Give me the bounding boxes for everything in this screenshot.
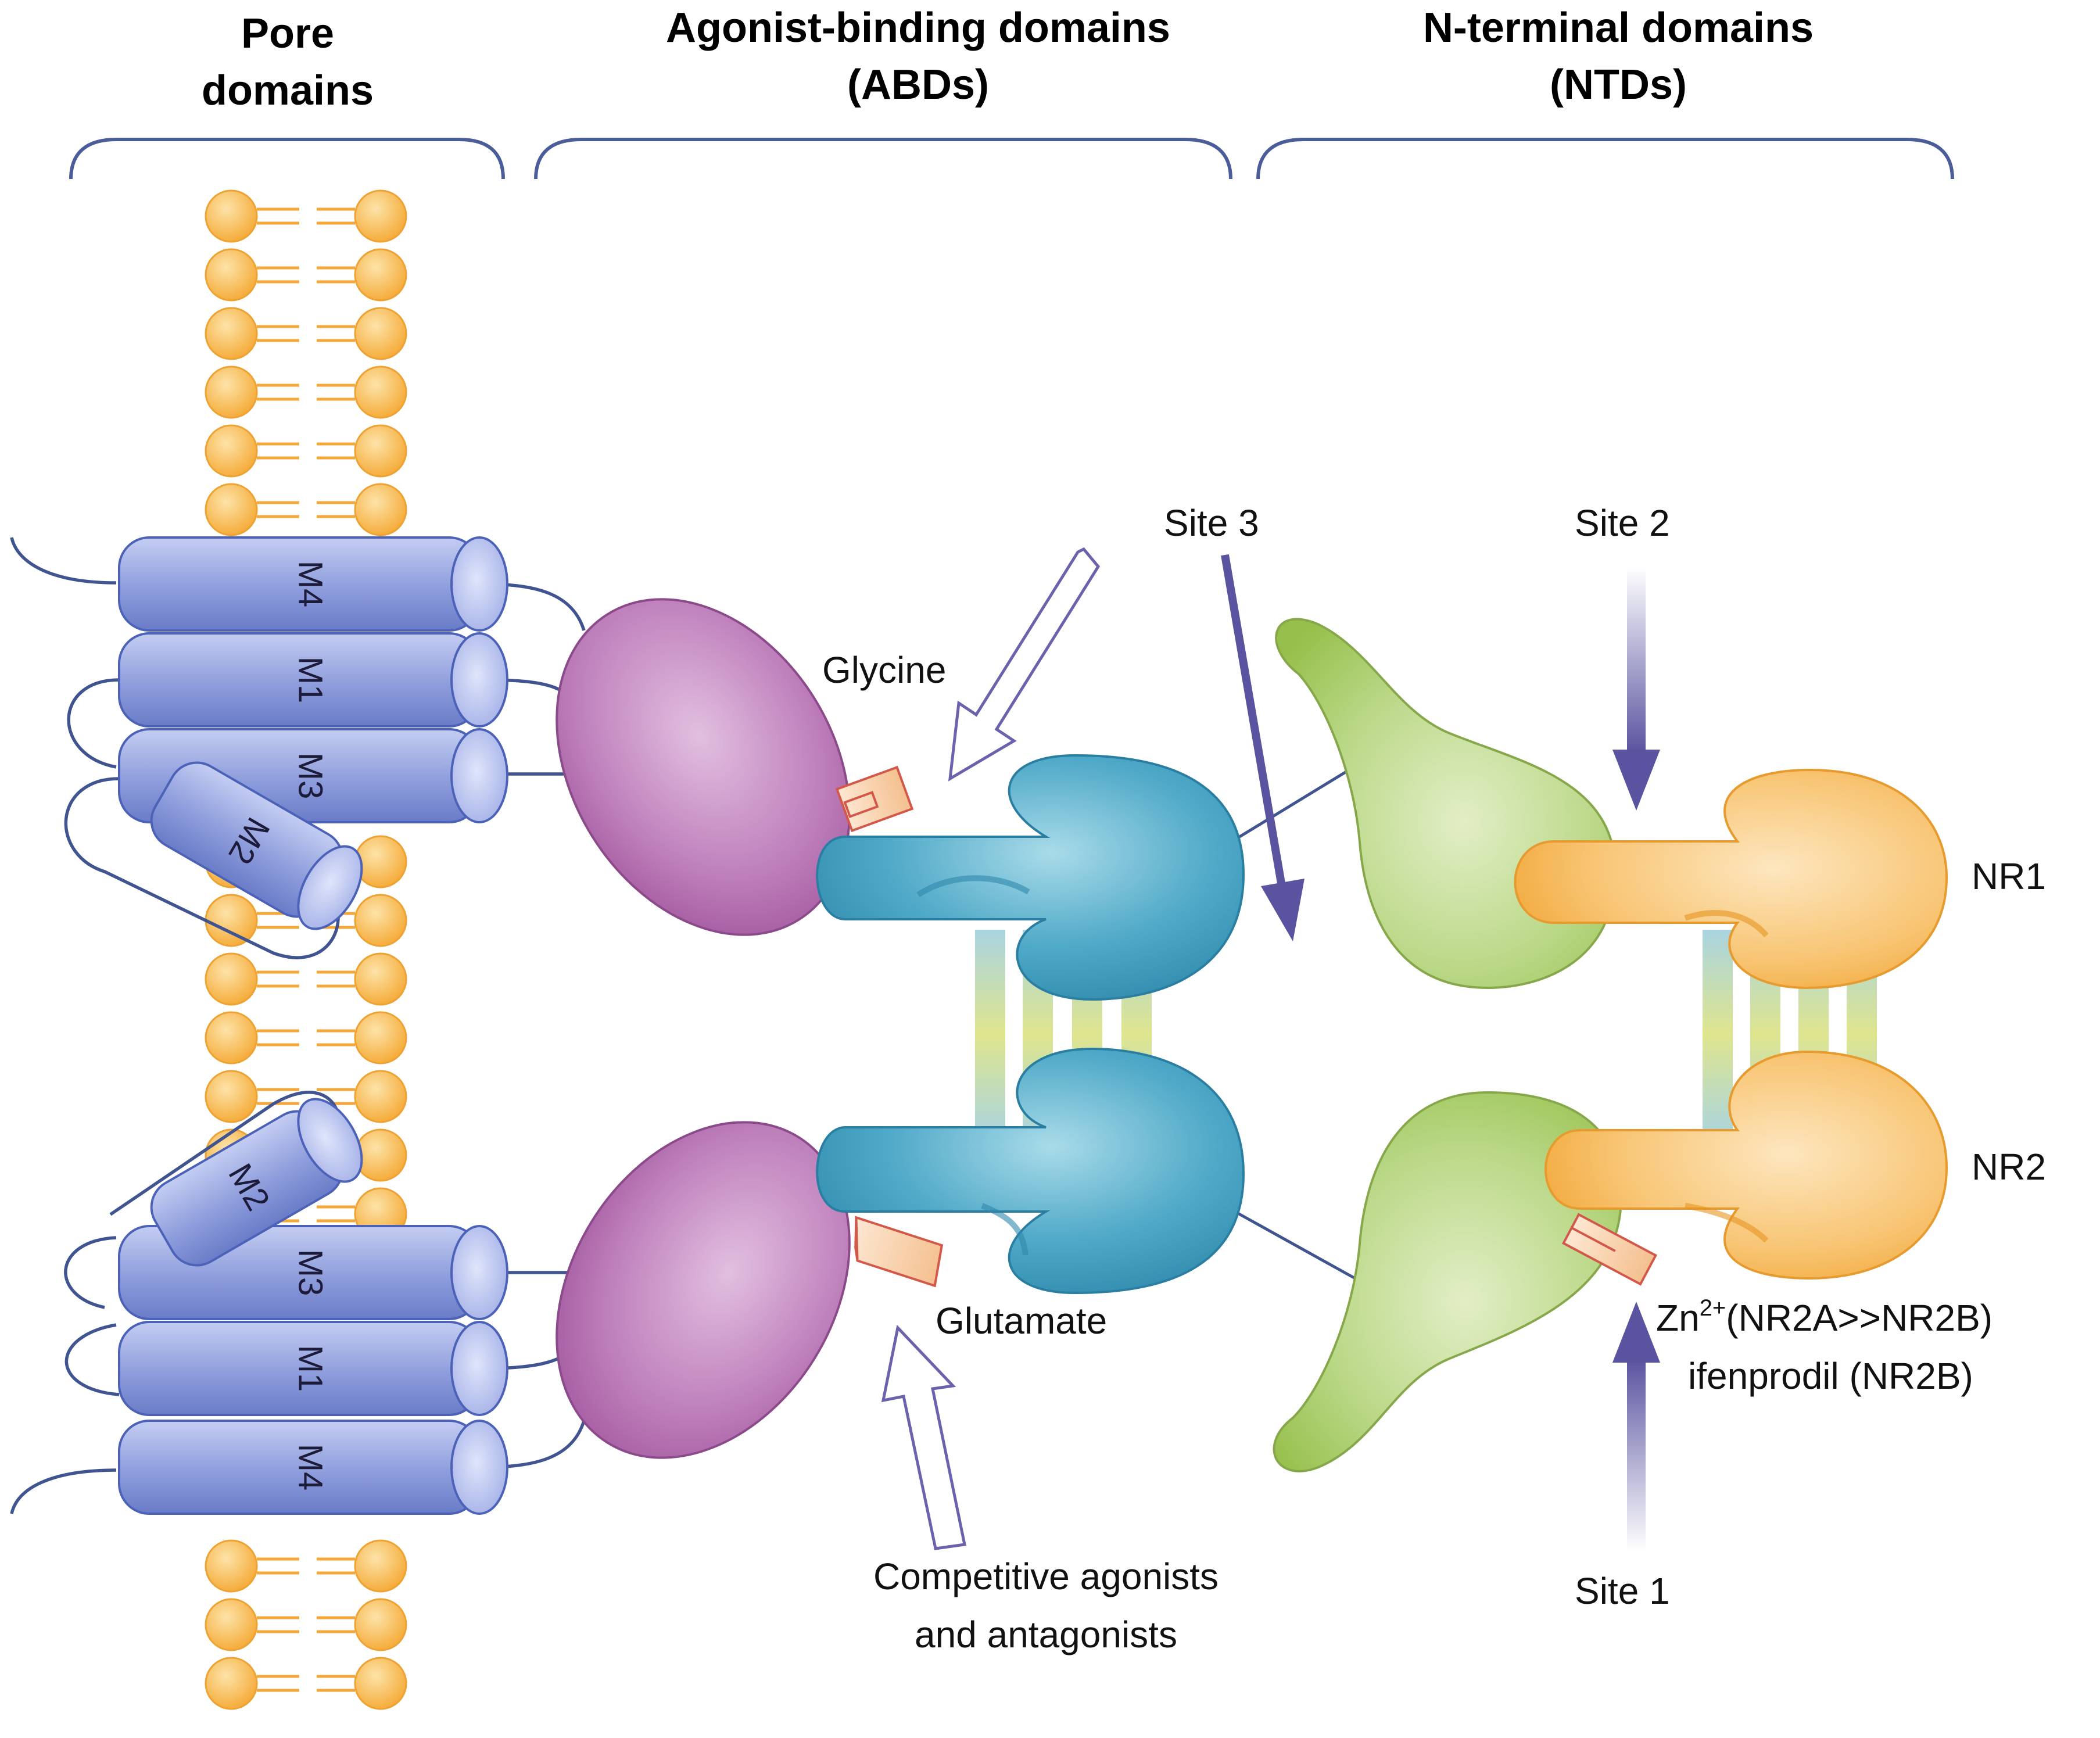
headers: Pore domains Agonist-binding domains (AB… [202, 5, 1814, 114]
lipid-head-left [205, 365, 258, 419]
glutamate-label: Glutamate [936, 1300, 1107, 1342]
pore-domains-title-line2: domains [202, 67, 374, 114]
lipid-head-right [354, 1598, 407, 1651]
abd-ntd-connector-bottom [1234, 1210, 1367, 1286]
helix-m4-top: M4 [118, 536, 508, 632]
lipid-head-left [205, 483, 258, 536]
ntd-green-top [1275, 618, 1617, 990]
site3-arrow [1221, 554, 1305, 941]
lipid-head-left [205, 1011, 258, 1065]
helix-label: M3 [292, 1249, 329, 1296]
nr2-label: NR2 [1972, 1146, 2046, 1188]
lipid-head-left [205, 307, 258, 360]
zn-ifenprodil-ligand [1561, 1213, 1658, 1286]
ifenprodil-label: ifenprodil (NR2B) [1688, 1355, 1973, 1397]
lipid-head-right [354, 307, 407, 360]
glycine-hollow-arrow [948, 547, 1101, 782]
lipid-head-left [205, 189, 258, 243]
abd-lobe-bottom [556, 1121, 851, 1459]
lipid-head-left [205, 1598, 258, 1651]
lipid-head-right [354, 1539, 407, 1593]
zn-symbol: Zn [1656, 1297, 1700, 1339]
site2-label: Site 2 [1575, 502, 1670, 544]
competitive-label-line2: and antagonists [915, 1614, 1177, 1655]
lipid-head-left [205, 1657, 258, 1710]
lipid-head-right [354, 1070, 407, 1123]
lipid-tails [257, 970, 355, 988]
lipid-head-right [354, 1128, 407, 1182]
lipid-tails [257, 266, 355, 284]
competitive-label-line1: Competitive agonists [873, 1556, 1219, 1597]
zn-charge: 2+ [1700, 1295, 1726, 1321]
helix-m1-top: M1 [118, 632, 508, 728]
lipid-head-right [354, 835, 407, 888]
lipid-head-right [354, 189, 407, 243]
lipid-head-left [205, 1539, 258, 1593]
lipid-head-right [354, 1011, 407, 1065]
glycine-label: Glycine [822, 649, 946, 691]
lipid-head-left [205, 248, 258, 302]
c-terminus-tail-bottom [10, 1468, 117, 1514]
ntd-orange-bottom [1544, 1050, 1948, 1280]
helix-label: M1 [292, 1345, 329, 1392]
abd-brace [534, 138, 1232, 180]
lipid-tails [257, 384, 355, 401]
lipid-head-left [205, 952, 258, 1006]
helix-m2-top: M2 [150, 761, 363, 930]
lipid-head-right [354, 894, 407, 947]
ntd-orange-top [1514, 768, 1948, 990]
abd-title-line2: (ABDs) [847, 62, 989, 108]
abd-lobe-top [556, 598, 851, 936]
lipid-head-right [354, 424, 407, 478]
ntd-title-line1: N-terminal domains [1423, 5, 1814, 51]
n-terminus-tail-top [10, 537, 117, 585]
glycine-ligand [835, 765, 914, 833]
abd-title-line1: Agonist-binding domains [666, 5, 1170, 51]
site2-arrow [1612, 567, 1660, 811]
labels: Glycine Glutamate Competitive agonists a… [822, 502, 2046, 1655]
site3-label: Site 3 [1164, 502, 1259, 544]
site1-label: Site 1 [1575, 1570, 1670, 1612]
helix-label: M4 [292, 1444, 329, 1491]
helix-label: M4 [292, 561, 329, 608]
glutamate-hollow-arrow [881, 1324, 966, 1550]
abd-ntd-connector-top [1234, 765, 1355, 841]
nr1-label: NR1 [1972, 855, 2046, 897]
lipid-tails [257, 1029, 355, 1047]
helix-m4-bottom: M4 [118, 1420, 508, 1515]
lipid-head-right [354, 483, 407, 536]
lipid-tails [257, 325, 355, 342]
lipid-head-right [354, 1657, 407, 1710]
lipid-bilayer [205, 189, 407, 1710]
lipid-head-right [354, 952, 407, 1006]
pore-domains-title-line1: Pore [241, 10, 334, 57]
lipid-head-left [205, 424, 258, 478]
lipid-tails [257, 442, 355, 460]
lipid-tails [257, 1616, 355, 1633]
lipid-head-left [205, 894, 258, 947]
abd-stem-bottom [816, 1047, 1245, 1295]
lipid-tails [257, 501, 355, 518]
lipid-head-right [354, 248, 407, 302]
lipid-head-left [205, 1070, 258, 1123]
lipid-tails [257, 207, 355, 225]
pore-brace [69, 138, 505, 180]
glutamate-ligand [854, 1216, 944, 1288]
zn-label: Zn2+(NR2A>>NR2B) [1656, 1295, 1993, 1339]
helix-label: M1 [292, 657, 329, 704]
m1-m2-loop-bottom [64, 1236, 117, 1309]
lipid-head-right [354, 365, 407, 419]
ntd-brace [1256, 138, 1954, 180]
zn-selectivity: (NR2A>>NR2B) [1726, 1297, 1993, 1339]
helix-m1-bottom: M1 [118, 1321, 508, 1416]
site1-arrow [1612, 1302, 1660, 1551]
helix-m2-bottom: M2 [150, 1098, 363, 1267]
helix-label: M3 [292, 752, 329, 800]
abd-stem-top [816, 754, 1245, 1001]
lipid-tails [257, 1675, 355, 1692]
lipid-tails [257, 1557, 355, 1575]
m1-m2-loop-top [67, 678, 120, 769]
ntd-title-line2: (NTDs) [1550, 62, 1687, 108]
